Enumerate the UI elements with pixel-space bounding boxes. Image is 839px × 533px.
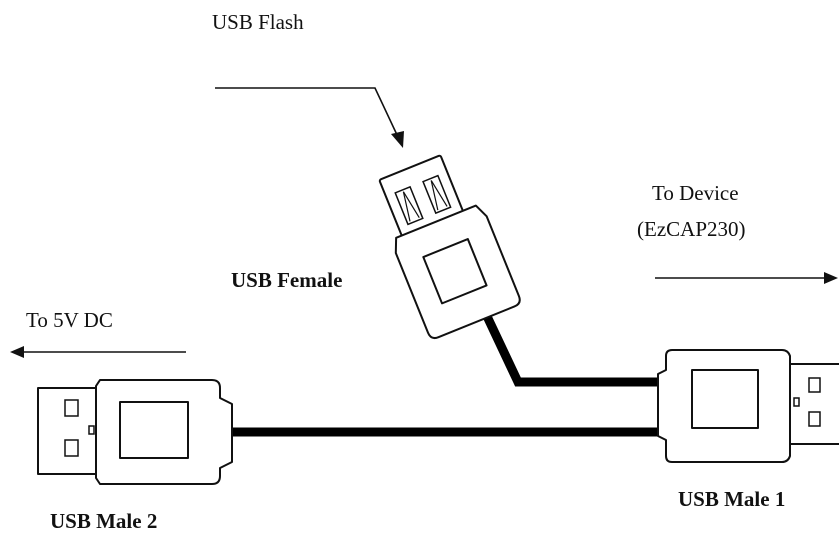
cable-female-to-male1 bbox=[480, 310, 660, 387]
usb-male-1-connector-icon bbox=[657, 349, 839, 463]
usb-flash-label: USB Flash bbox=[212, 10, 304, 34]
usb-male-2-label: USB Male 2 bbox=[50, 509, 157, 533]
cable bbox=[230, 310, 660, 437]
usb-female-connector-icon bbox=[378, 154, 521, 340]
to-5v-arrow-icon bbox=[10, 346, 186, 358]
usb-female-label: USB Female bbox=[231, 268, 342, 292]
to-5v-dc-label: To 5V DC bbox=[26, 308, 113, 332]
to-device-arrow-icon bbox=[655, 272, 838, 284]
usb-male-2-connector-icon bbox=[37, 379, 233, 485]
usb-male-1-label: USB Male 1 bbox=[678, 487, 785, 511]
usb-flash-arrow-icon bbox=[215, 87, 404, 148]
to-device-label: To Device bbox=[652, 181, 739, 205]
device-model-label: (EzCAP230) bbox=[637, 217, 746, 241]
